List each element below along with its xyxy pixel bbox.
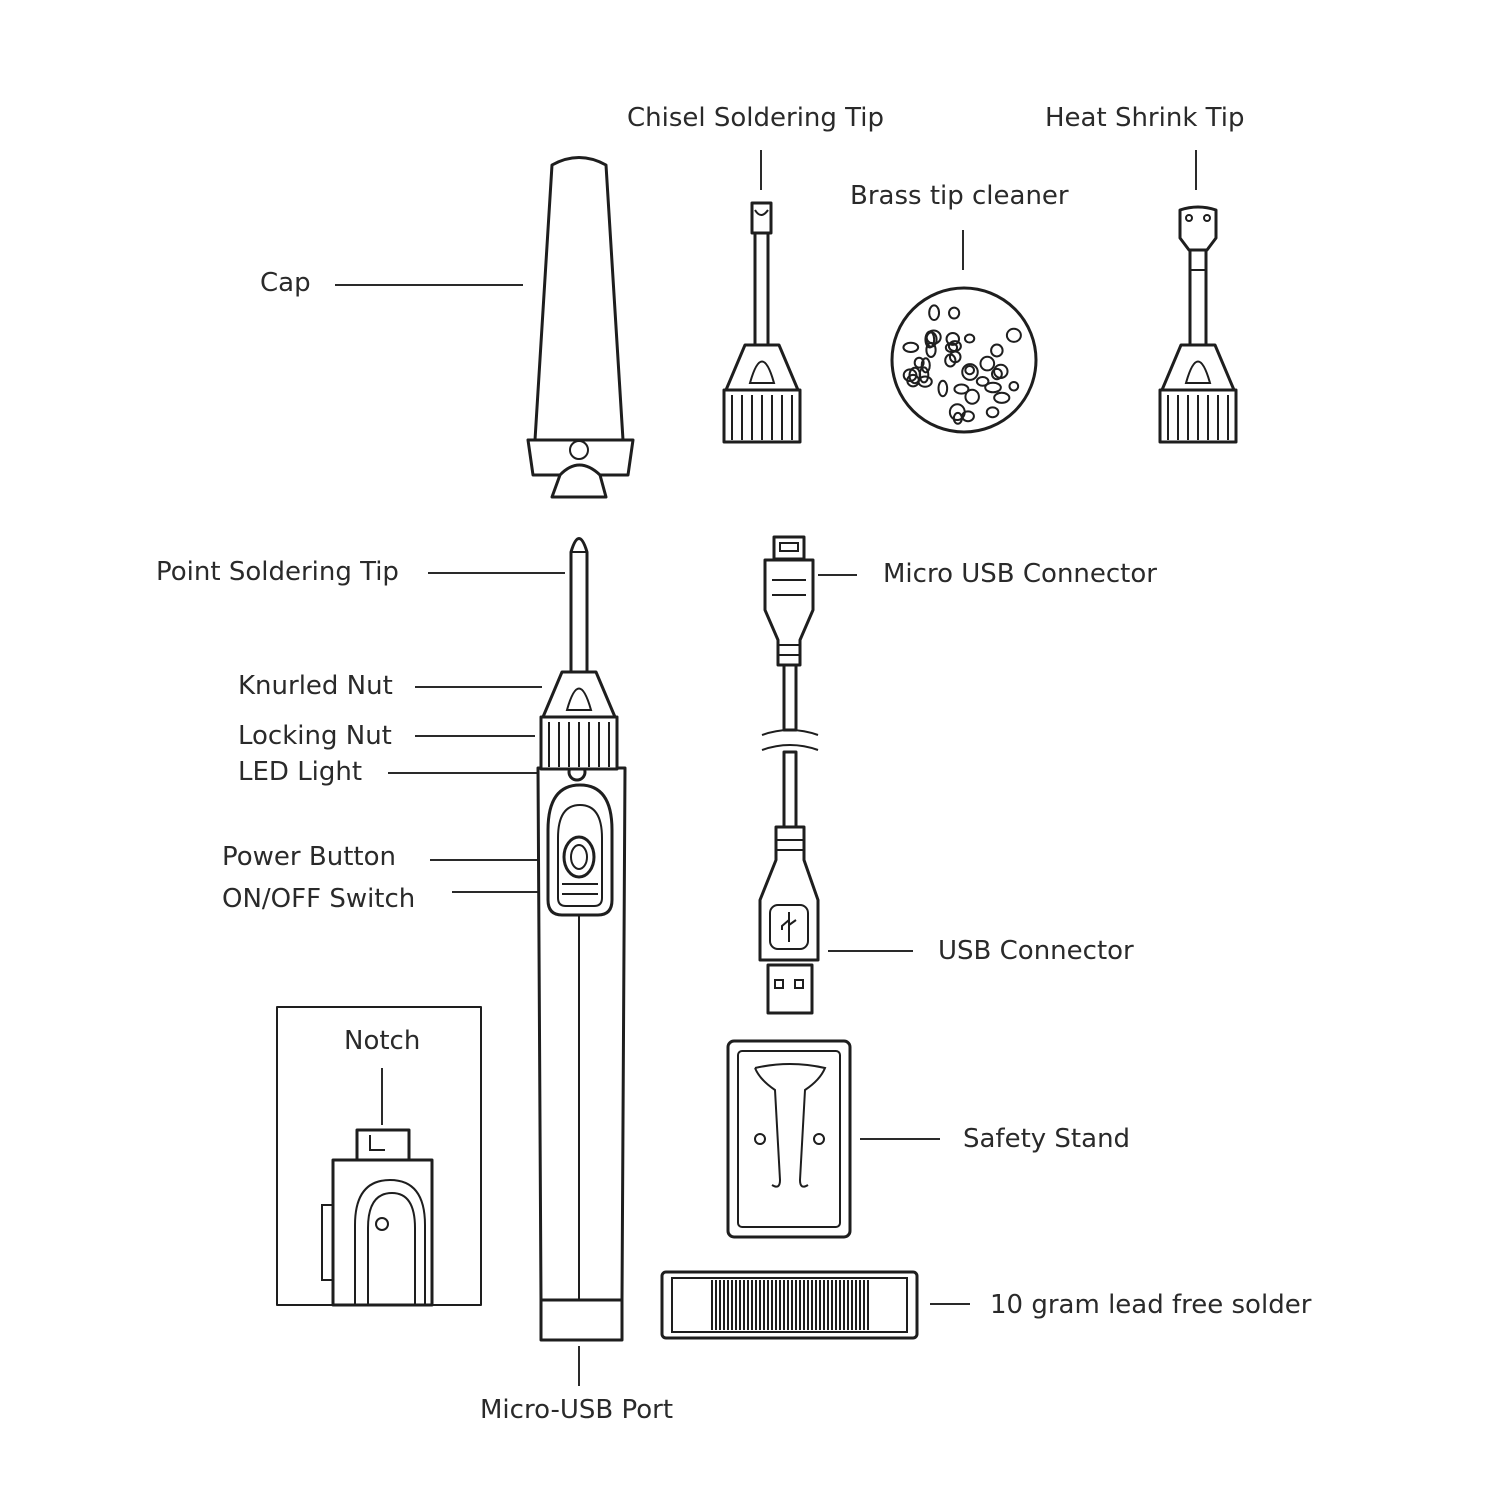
knurled-nut-drawing bbox=[1158, 343, 1238, 444]
label-solder: 10 gram lead free solder bbox=[990, 1290, 1312, 1320]
knurled-nut-drawing bbox=[539, 670, 619, 771]
label-cap: Cap bbox=[260, 268, 311, 298]
usb-cable-drawing bbox=[758, 535, 820, 1015]
label-knurled-nut: Knurled Nut bbox=[238, 671, 393, 701]
label-brass-cleaner: Brass tip cleaner bbox=[850, 181, 1069, 211]
label-on-off-switch: ON/OFF Switch bbox=[222, 884, 415, 914]
label-micro-usb-port: Micro-USB Port bbox=[480, 1395, 673, 1425]
label-safety-stand: Safety Stand bbox=[963, 1124, 1130, 1154]
label-usb-connector: USB Connector bbox=[938, 936, 1134, 966]
label-chisel-tip: Chisel Soldering Tip bbox=[627, 103, 884, 133]
label-led-light: LED Light bbox=[238, 757, 362, 787]
label-locking-nut: Locking Nut bbox=[238, 721, 392, 751]
knurled-nut-drawing bbox=[722, 343, 802, 444]
label-power-button: Power Button bbox=[222, 842, 396, 872]
heat-shrink-tip-drawing bbox=[1158, 205, 1238, 444]
solder-drawing bbox=[660, 1270, 919, 1340]
labels: Chisel Soldering Tip Heat Shrink Tip Bra… bbox=[156, 103, 1312, 1425]
chisel-tip-drawing bbox=[722, 201, 802, 444]
label-point-tip: Point Soldering Tip bbox=[156, 557, 399, 587]
safety-stand-drawing bbox=[726, 1039, 852, 1239]
soldering-iron-drawing bbox=[536, 537, 627, 1342]
brass-cleaner-drawing bbox=[890, 286, 1038, 434]
label-heat-shrink-tip: Heat Shrink Tip bbox=[1045, 103, 1244, 133]
leader-lines bbox=[335, 150, 1197, 1386]
notch-inset bbox=[276, 1006, 482, 1307]
usb-symbol-icon bbox=[781, 912, 797, 942]
cap-drawing bbox=[526, 156, 635, 499]
label-notch: Notch bbox=[344, 1026, 420, 1056]
label-micro-usb-connector: Micro USB Connector bbox=[883, 559, 1157, 589]
